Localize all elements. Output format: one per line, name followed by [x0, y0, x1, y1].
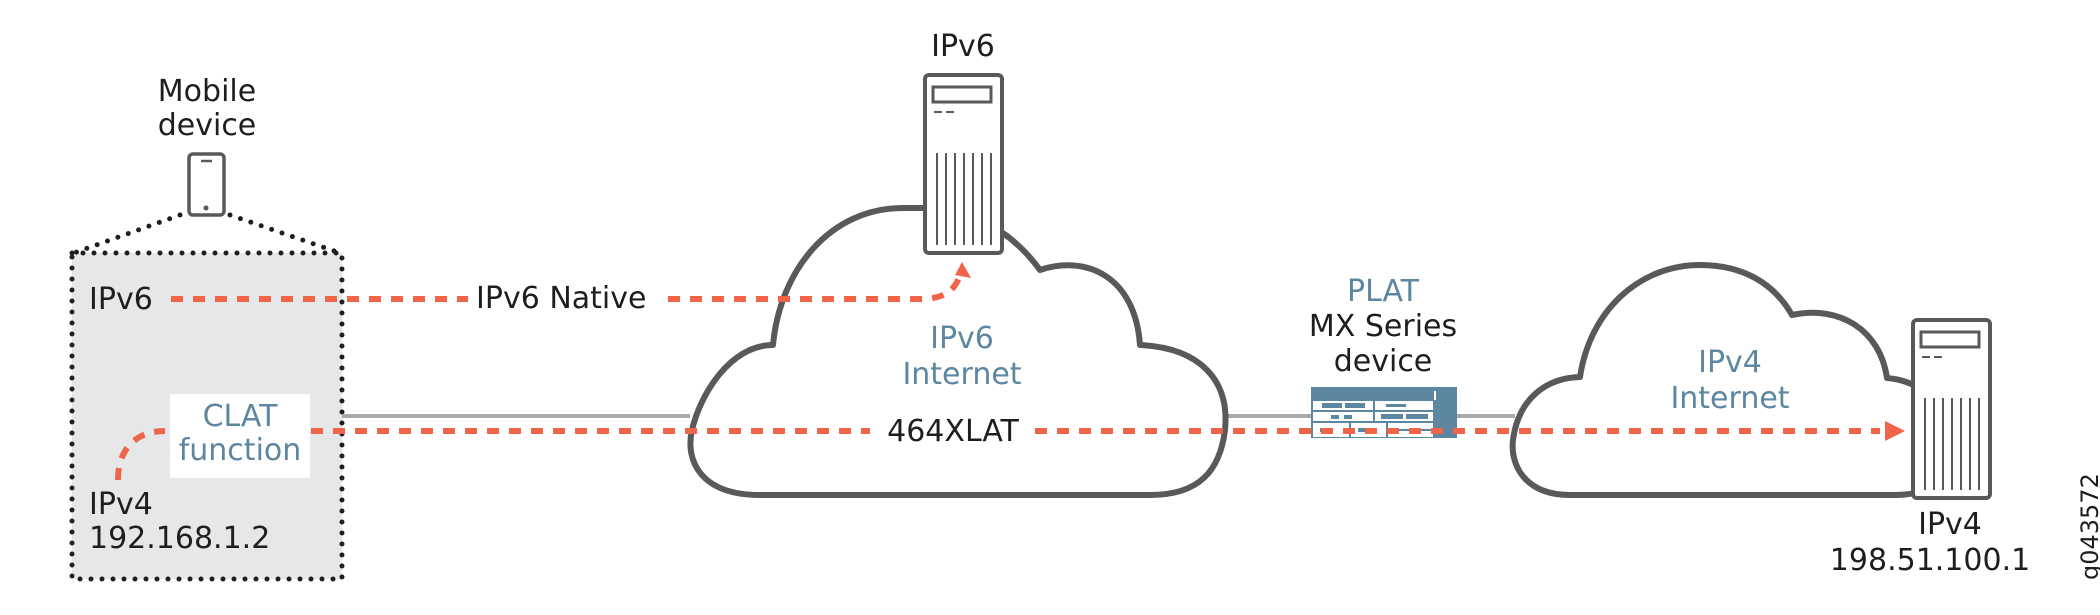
ipv6-server-label: IPv6: [931, 29, 995, 64]
ipv6-cloud-label-line1: IPv6: [930, 321, 994, 356]
mobile-device-title-line2: device: [157, 108, 257, 143]
ipv6-cloud-label-line2: Internet: [902, 357, 1022, 392]
mobile-ipv4-label: IPv4: [89, 487, 153, 522]
native-flow-arrowhead: [955, 262, 971, 278]
zoom-line-right: [227, 212, 343, 256]
clat-label-line1: CLAT: [202, 399, 278, 434]
ipv4-server-address: 198.51.100.1: [1829, 543, 2031, 578]
plat-role-label: PLAT: [1346, 274, 1420, 309]
ipv4-to-clat-flow: [115, 428, 166, 481]
mobile-ipv4-address: 192.168.1.2: [89, 521, 271, 556]
ipv4-server-label: IPv4: [1918, 507, 1982, 542]
ipv6-server-icon: [923, 73, 1004, 255]
ipv4-cloud-label-line2: Internet: [1670, 381, 1790, 416]
xlat-flow-arrowhead: [1885, 421, 1905, 441]
ipv4-server-icon: [1911, 318, 1992, 500]
mobile-phone-icon: [187, 152, 226, 217]
clat-function-box: [170, 394, 310, 478]
ipv6-native-flow-label: IPv6 Native: [476, 281, 647, 316]
mobile-device-title-line1: Mobile: [157, 74, 257, 109]
mx-series-label-line1: MX Series: [1308, 309, 1458, 344]
native-flow-segment-2: [668, 273, 963, 302]
ipv4-internet-cloud-icon: [1509, 262, 1933, 498]
zoom-line-left: [71, 212, 183, 256]
ipv4-cloud-label-line1: IPv4: [1698, 345, 1762, 380]
clat-label-line2: function: [178, 433, 302, 468]
464xlat-flow-label: 464XLAT: [887, 414, 1019, 449]
mx-series-label-line2: device: [1333, 344, 1433, 379]
mobile-ipv6-label: IPv6: [89, 282, 153, 317]
figure-id-label: g043572: [2076, 473, 2100, 580]
